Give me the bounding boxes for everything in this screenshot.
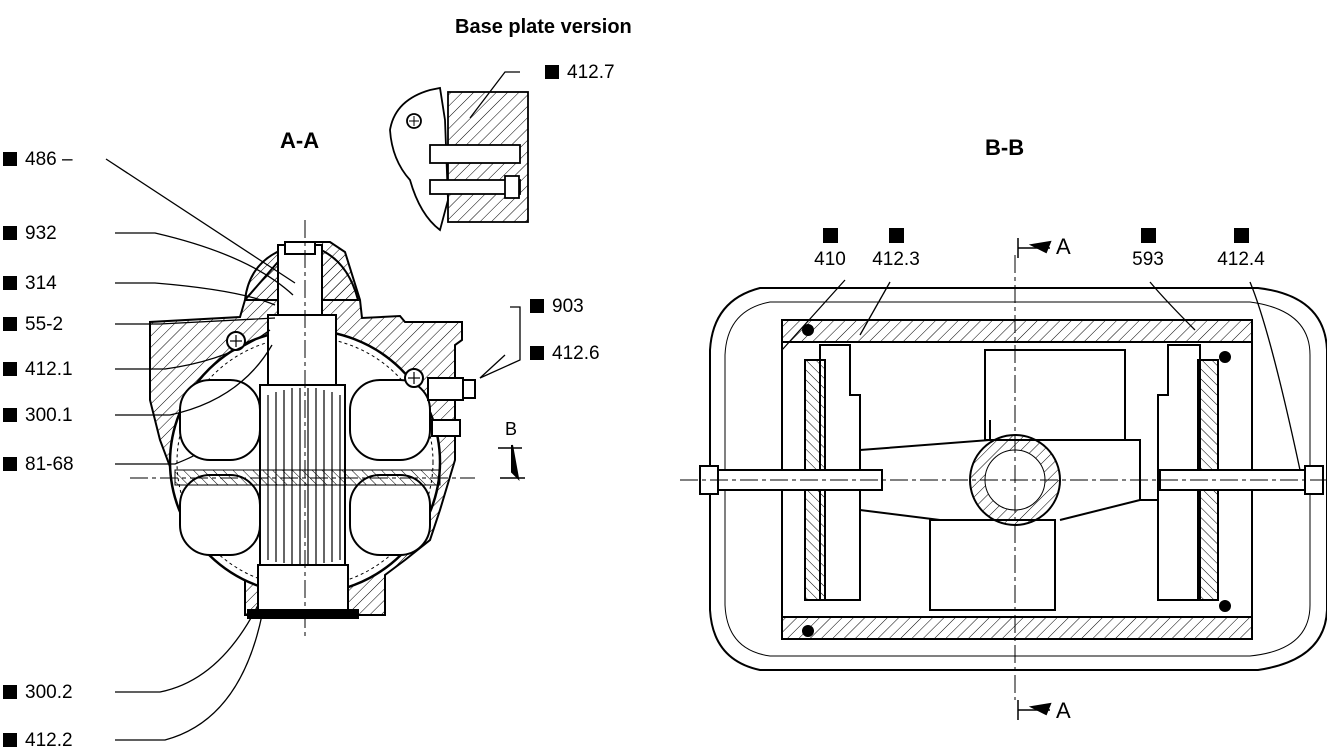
square-marker bbox=[3, 733, 17, 747]
square-marker bbox=[1233, 228, 1249, 243]
part-label-412-4: 412.4 bbox=[1206, 228, 1276, 271]
piston-lr bbox=[349, 474, 431, 556]
square-marker bbox=[1140, 228, 1156, 243]
rack-lower bbox=[929, 519, 1056, 611]
section-aa-drawing bbox=[130, 220, 525, 640]
part-label-410: 410 bbox=[795, 228, 865, 271]
section-mark-a-bottom: A bbox=[1056, 698, 1071, 723]
part-label-55-2: 55-2 bbox=[3, 314, 63, 336]
section-bb-title: B-B bbox=[985, 135, 1025, 160]
part-label-486: 486 – bbox=[3, 149, 73, 171]
piston-ur bbox=[349, 379, 431, 461]
part-label-314: 314 bbox=[3, 273, 57, 295]
piston-ll bbox=[179, 474, 261, 556]
square-marker bbox=[3, 457, 17, 471]
square-marker bbox=[530, 299, 544, 313]
section-bb-drawing bbox=[680, 238, 1327, 720]
part-label-903: 903 bbox=[530, 296, 584, 318]
part-label-300-1: 300.1 bbox=[3, 405, 73, 427]
part-label-412-3: 412.3 bbox=[861, 228, 931, 271]
square-marker bbox=[3, 408, 17, 422]
aa-leader-lines bbox=[105, 71, 521, 741]
square-marker bbox=[545, 65, 559, 79]
square-marker bbox=[3, 226, 17, 240]
part-label-593: 593 bbox=[1113, 228, 1183, 271]
shaft-top bbox=[267, 314, 337, 386]
bb-leader-lines bbox=[781, 279, 1301, 471]
square-marker bbox=[530, 346, 544, 360]
cylinder-outline bbox=[709, 287, 1327, 671]
part-label-81-68: 81-68 bbox=[3, 454, 74, 476]
section-mark-b: B bbox=[505, 419, 518, 439]
left-rod bbox=[711, 469, 883, 491]
square-marker bbox=[3, 152, 17, 166]
rack-upper bbox=[984, 349, 1126, 441]
side-screw bbox=[427, 377, 464, 401]
square-marker bbox=[3, 276, 17, 290]
part-label-412-2: 412.2 bbox=[3, 730, 73, 752]
base-plate-detail bbox=[389, 86, 529, 232]
section-aa-title: A-A bbox=[280, 128, 320, 153]
piston-ul bbox=[179, 379, 261, 461]
part-label-412-7: 412.7 bbox=[545, 62, 615, 84]
part-label-932: 932 bbox=[3, 223, 57, 245]
base-plate-title: Base plate version bbox=[455, 16, 632, 38]
square-marker bbox=[822, 228, 838, 243]
square-marker bbox=[3, 317, 17, 331]
part-label-412-1: 412.1 bbox=[3, 359, 73, 381]
square-marker bbox=[3, 362, 17, 376]
square-marker bbox=[3, 685, 17, 699]
part-label-300-2: 300.2 bbox=[3, 682, 73, 704]
shaft-bottom bbox=[257, 564, 349, 611]
part-label-412-6: 412.6 bbox=[530, 343, 600, 365]
square-marker bbox=[888, 228, 904, 243]
section-mark-a-top: A bbox=[1056, 234, 1071, 259]
